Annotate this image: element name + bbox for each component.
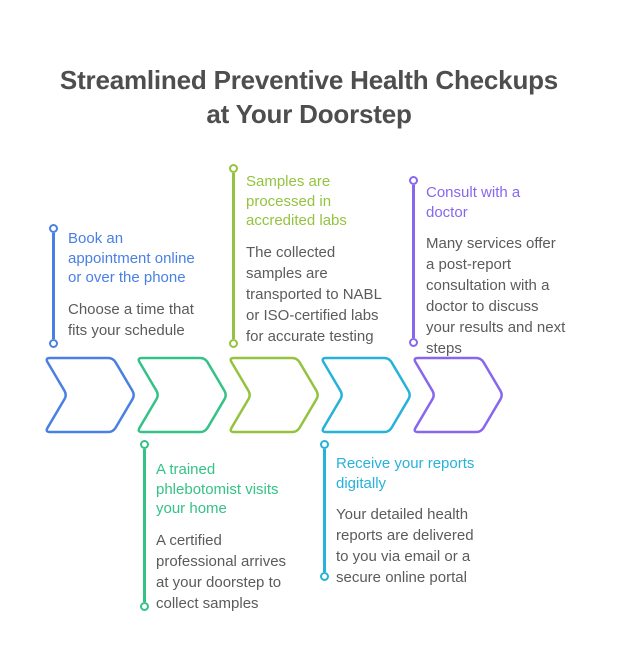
timeline-line [232, 173, 235, 339]
timeline-dot-icon [320, 440, 329, 449]
chevron-arrow-icon [137, 356, 227, 434]
timeline-line [323, 449, 326, 572]
step-4-body: Your detailed health reports are deliver… [336, 506, 474, 586]
timeline-dot-icon [409, 176, 418, 185]
step-1-connector [49, 224, 58, 348]
timeline-line [52, 233, 55, 339]
step-4-heading: Receive your reports digitally [336, 455, 475, 492]
timeline-dot-icon [229, 164, 238, 173]
timeline-dot-icon [409, 338, 418, 347]
timeline-dot-icon [49, 224, 58, 233]
step-5-connector [409, 176, 418, 347]
step-3-body: The collected samples are transported to… [246, 243, 382, 345]
step-5-content: Consult with a doctor Many services offe… [426, 183, 578, 359]
step-3-connector [229, 164, 238, 348]
step-1-heading: Book an appointment online or over the p… [68, 230, 195, 286]
step-1-body: Choose a time that fits your schedule [68, 300, 194, 339]
timeline-dot-icon [229, 339, 238, 348]
timeline-line [412, 185, 415, 338]
chevron-arrow-icon [413, 356, 503, 434]
step-5-body: Many services offer a post-report consul… [426, 235, 566, 357]
timeline-line [143, 449, 146, 602]
step-3-content: Samples are processed in accredited labs… [246, 172, 392, 347]
step-5-heading: Consult with a doctor [426, 184, 521, 221]
timeline-dot-icon [140, 440, 149, 449]
step-1-content: Book an appointment online or over the p… [68, 229, 218, 341]
step-2-heading: A trained phlebotomist visits your home [156, 461, 279, 517]
step-4-connector [320, 440, 329, 581]
chevron-arrow-icon [45, 356, 135, 434]
timeline-dot-icon [49, 339, 58, 348]
timeline-dot-icon [320, 572, 329, 581]
chevron-arrow-icon [229, 356, 319, 434]
timeline-dot-icon [140, 602, 149, 611]
page-title: Streamlined Preventive Health Checkups a… [59, 65, 559, 130]
step-2-content: A trained phlebotomist visits your home … [156, 460, 302, 614]
step-4-content: Receive your reports digitally Your deta… [336, 454, 492, 588]
chevron-arrow-icon [321, 356, 411, 434]
step-2-body: A certified professional arrives at your… [156, 531, 287, 612]
step-2-connector [140, 440, 149, 611]
step-3-heading: Samples are processed in accredited labs [246, 173, 347, 229]
